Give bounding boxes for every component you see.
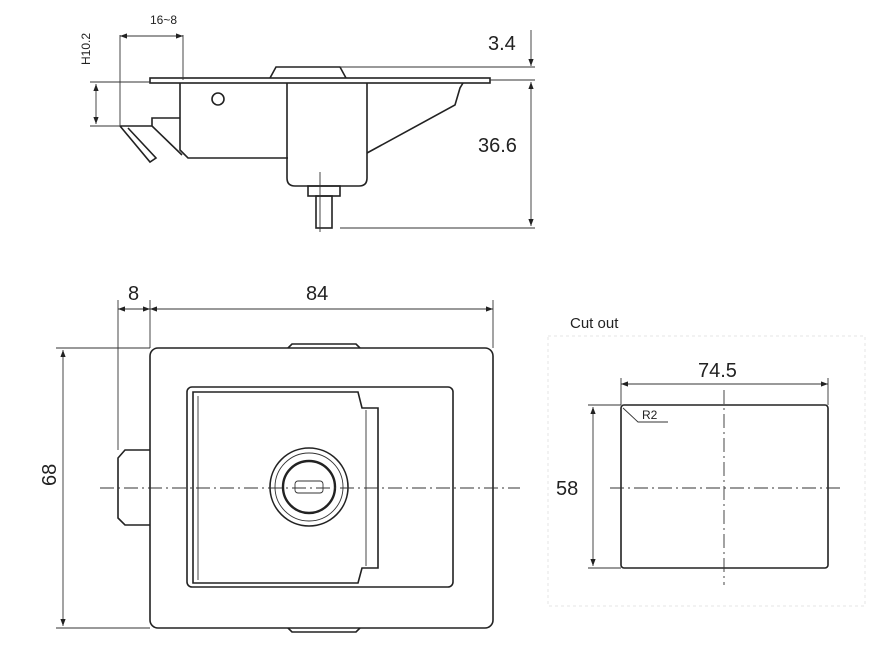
dim-top: 3.4: [488, 33, 516, 55]
lock-cylinder: [286, 83, 368, 187]
cutout-rect: [620, 404, 829, 569]
keyhole-icon: [294, 480, 324, 494]
handle-panel: [192, 391, 379, 584]
cutout-radius: R2: [642, 408, 658, 422]
latch-hook: [119, 117, 183, 164]
front-view: 8 84 68: [39, 283, 520, 633]
dim-height: 68: [39, 464, 61, 486]
cutout-dim-height: 58: [556, 478, 578, 500]
cutout-title: Cut out: [570, 315, 619, 332]
mounting-plate: [149, 77, 491, 84]
dim-depth: 36.6: [478, 135, 517, 157]
key-lock: [269, 447, 349, 527]
side-bolt: [117, 449, 150, 526]
dim-latch-range: 16~8: [150, 13, 177, 27]
nut: [307, 185, 341, 197]
cutout-dim-width: 74.5: [698, 360, 737, 382]
dim-bolt: 8: [128, 283, 139, 305]
bracket: [366, 82, 464, 154]
cutout-view: Cut out 74.5 58 R2: [547, 315, 866, 607]
stud: [315, 195, 333, 229]
recess: [186, 386, 454, 588]
top-bump: [269, 66, 347, 79]
dim-width: 84: [306, 283, 328, 305]
dim-latch-height: H10.2: [79, 33, 93, 65]
body-left: [179, 83, 288, 159]
pivot-hole: [211, 92, 225, 106]
side-view: 16~8 H10.2 3.4 36.6: [79, 13, 535, 232]
